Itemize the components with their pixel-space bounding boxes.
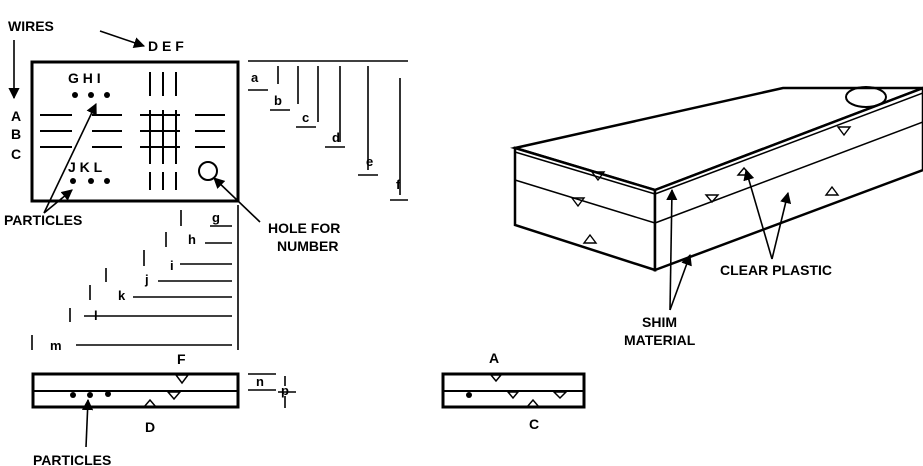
side-view-right (441, 372, 586, 409)
row-a-label: A (11, 108, 21, 124)
dimension-lines (31, 60, 408, 408)
row-b-label: B (11, 126, 21, 142)
clear-plastic-label: CLEAR PLASTIC (720, 262, 832, 278)
iso-number-hole (845, 86, 887, 108)
svg-text:n: n (256, 374, 264, 389)
specimen-outline (30, 60, 240, 203)
material-label: MATERIAL (624, 332, 696, 348)
block-right-face (653, 86, 923, 272)
svg-text:g: g (212, 210, 220, 225)
svg-text:k: k (118, 288, 126, 303)
hole-for-label: HOLE FOR (268, 220, 340, 236)
jkl-label: J K L (68, 159, 103, 175)
vertical-wires (149, 72, 177, 190)
side-d-label: D (145, 419, 155, 435)
particles-top-label: PARTICLES (4, 212, 82, 228)
svg-text:i: i (170, 258, 174, 273)
side2-a-label: A (489, 350, 499, 366)
wires-label: WIRES (8, 18, 54, 34)
particles-top-view (70, 92, 110, 184)
isometric-details (514, 86, 923, 244)
svg-text:a: a (251, 70, 259, 85)
def-label: D E F (148, 38, 184, 54)
number-label: NUMBER (277, 238, 338, 254)
horizontal-wires (40, 114, 225, 148)
isometric-arrows (666, 168, 792, 311)
particles-bottom-arrow (81, 398, 94, 448)
side2-c-label: C (529, 416, 539, 432)
svg-text:b: b (274, 93, 282, 108)
svg-text:c: c (302, 110, 309, 125)
svg-text:d: d (332, 130, 340, 145)
particles-bottom-label: PARTICLES (33, 452, 111, 466)
number-hole (198, 161, 218, 181)
row-c-label: C (11, 146, 21, 162)
shim-label: SHIM (642, 314, 677, 330)
svg-text:m: m (50, 338, 62, 353)
svg-text:e: e (366, 154, 373, 169)
top-view (30, 60, 240, 203)
side-f-label: F (177, 351, 186, 367)
svg-text:j: j (144, 272, 149, 287)
isometric-block (510, 86, 923, 272)
dimension-labels: a b c d e f g h i j k l m n p (50, 70, 401, 398)
particles-side-view (70, 391, 111, 398)
side-view-left (31, 372, 240, 409)
svg-text:h: h (188, 232, 196, 247)
ghi-label: G H I (68, 70, 101, 86)
top-view-arrows (8, 30, 261, 223)
svg-text:p: p (281, 383, 289, 398)
svg-text:f: f (396, 177, 401, 192)
svg-text:l: l (94, 308, 98, 323)
particle-side-view-2 (466, 392, 472, 398)
